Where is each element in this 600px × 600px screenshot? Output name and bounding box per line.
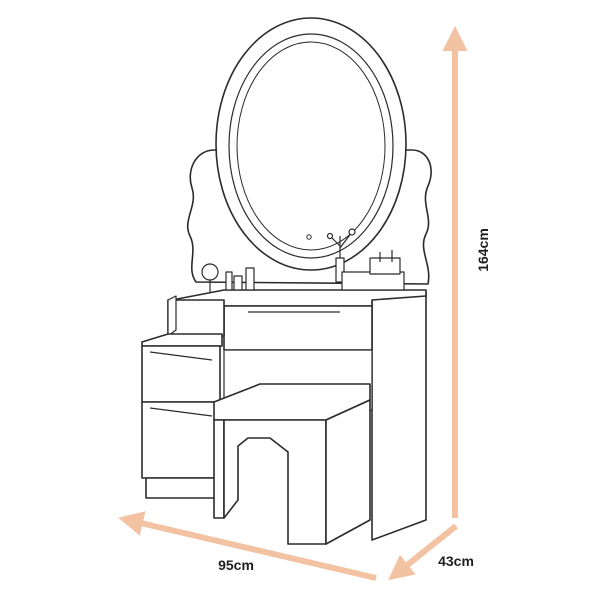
left-cabinet-base: [145, 477, 219, 499]
left-drawer-bottom: [141, 401, 221, 479]
mirror-touch-button: [306, 234, 312, 240]
stool-right-side: [325, 399, 371, 545]
makeup-mirror-icon: [201, 263, 219, 281]
makeup-organizer: [341, 271, 405, 291]
width-label: 95cm: [218, 557, 254, 573]
stool-left-leg: [213, 419, 225, 519]
flower-bloom-icon: [348, 228, 356, 236]
left-cabinet-top: [141, 333, 223, 347]
cabinet-right-panel: [371, 291, 427, 541]
vanity-drawing: [141, 17, 432, 545]
left-shelf-side: [167, 295, 177, 337]
cosmetic-bottle: [225, 271, 233, 291]
cosmetic-tube: [245, 267, 255, 291]
depth-label: 43cm: [438, 553, 474, 569]
cosmetic-jar: [233, 275, 243, 291]
depth-arrow: [388, 523, 458, 581]
left-drawer-bottom-handle: [149, 407, 213, 417]
width-arrow: [118, 511, 377, 581]
mirror-glass: [236, 41, 386, 251]
left-drawer-top-handle: [149, 351, 213, 361]
desk-accessories: [201, 228, 405, 292]
left-drawer-top: [141, 345, 221, 403]
organizer-tray: [369, 257, 401, 275]
height-label: 164cm: [475, 228, 491, 272]
stool-front-panel: [223, 419, 327, 545]
